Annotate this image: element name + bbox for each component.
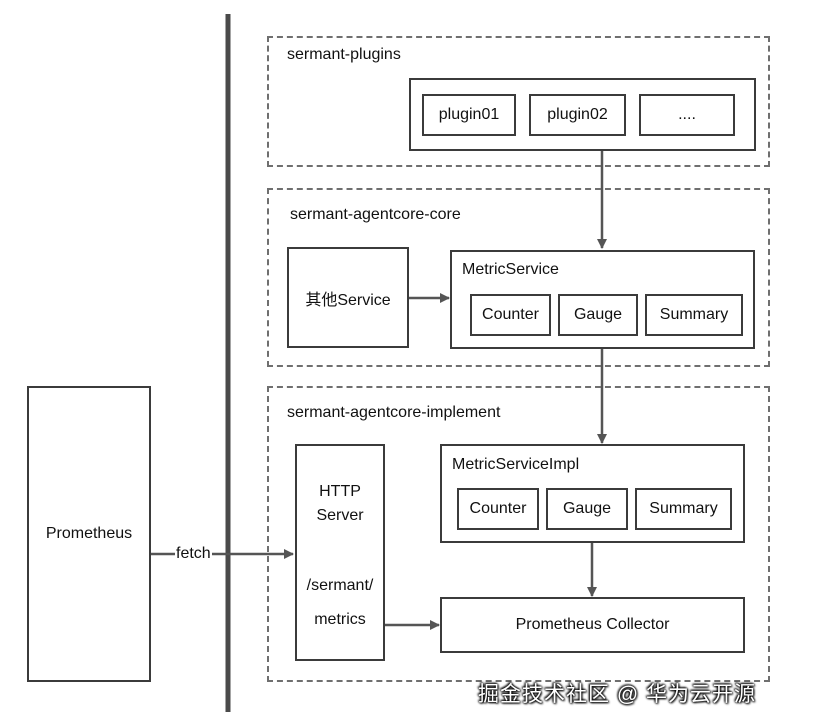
- metric-service-impl-title: MetricServiceImpl: [452, 456, 580, 473]
- http-server-box: HTTP Server /sermant/ metrics: [295, 444, 385, 661]
- other-service-label: 其他Service: [305, 291, 391, 309]
- fetch-label: fetch: [175, 545, 212, 563]
- group-sermant-plugins: [267, 36, 770, 167]
- impl-counter: Counter: [457, 488, 539, 530]
- metric-gauge: Gauge: [558, 294, 638, 336]
- http-server-path: /sermant/ metrics: [297, 574, 383, 632]
- group-sermant-agentcore-core-label: sermant-agentcore-core: [290, 206, 461, 223]
- prometheus-label: Prometheus: [45, 525, 133, 542]
- http-server-line3: /sermant/: [306, 577, 374, 594]
- metric-service-title: MetricService: [462, 261, 559, 278]
- metric-summary: Summary: [645, 294, 743, 336]
- metric-counter: Counter: [470, 294, 551, 336]
- prometheus-collector-label: Prometheus Collector: [515, 616, 670, 633]
- prometheus-collector-box: Prometheus Collector: [440, 597, 745, 653]
- impl-gauge: Gauge: [546, 488, 628, 530]
- prometheus-box: Prometheus: [27, 386, 151, 682]
- watermark: 掘金技术社区 @ 华为云开源: [478, 683, 756, 706]
- other-service-box: 其他Service: [287, 247, 409, 348]
- plugin-item: plugin02: [529, 94, 626, 136]
- group-sermant-agentcore-implement: [267, 386, 770, 682]
- http-server-title: HTTP Server: [297, 480, 383, 528]
- group-sermant-agentcore-core: [267, 188, 770, 367]
- group-sermant-plugins-label: sermant-plugins: [287, 46, 401, 63]
- plugin-item: plugin01: [422, 94, 516, 136]
- http-server-line4: metrics: [314, 611, 366, 628]
- http-server-line1: HTTP: [319, 483, 361, 500]
- group-sermant-agentcore-implement-label: sermant-agentcore-implement: [287, 404, 501, 421]
- plugin-item-more: ....: [639, 94, 735, 136]
- http-server-line2: Server: [316, 507, 364, 524]
- impl-summary: Summary: [635, 488, 732, 530]
